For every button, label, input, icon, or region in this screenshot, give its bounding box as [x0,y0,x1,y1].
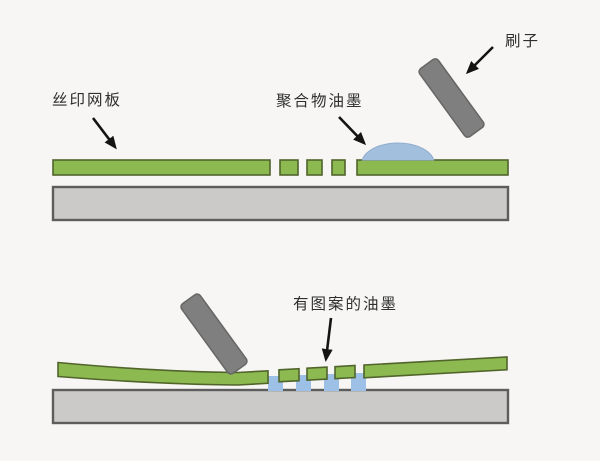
substrate-bottom [51,388,510,425]
brush-top-group [418,58,485,138]
label-patterned-ink: 有图案的油墨 [293,295,398,313]
mesh-left-flexed [57,361,269,386]
mesh-segment-left [52,159,271,176]
mesh-dash [278,367,300,383]
mesh-dash [306,159,323,176]
mesh-segment-right [356,159,509,176]
mesh-dash [331,159,346,176]
bottom-stage: 有图案的油墨 [51,293,510,425]
polymer-ink-arrow [338,116,367,146]
brush-bottom-group [180,293,248,375]
label-screen-plate: 丝印网板 [52,91,122,109]
top-stage: 丝印网板 聚合物油墨 刷子 [51,32,540,222]
label-polymer-ink: 聚合物油墨 [276,92,364,110]
ink-droplet [361,142,435,161]
brush-top [418,58,485,138]
brush-bottom [180,293,248,375]
screen-plate-arrow [91,117,117,150]
mesh-dash [334,364,356,380]
mesh-dash [306,366,328,382]
substrate-top [51,185,510,222]
label-brush: 刷子 [505,32,540,50]
mesh-dash [279,159,299,176]
mesh-right-lifted [363,356,508,379]
patterned-ink-arrow [321,317,333,362]
brush-arrow [465,46,494,75]
